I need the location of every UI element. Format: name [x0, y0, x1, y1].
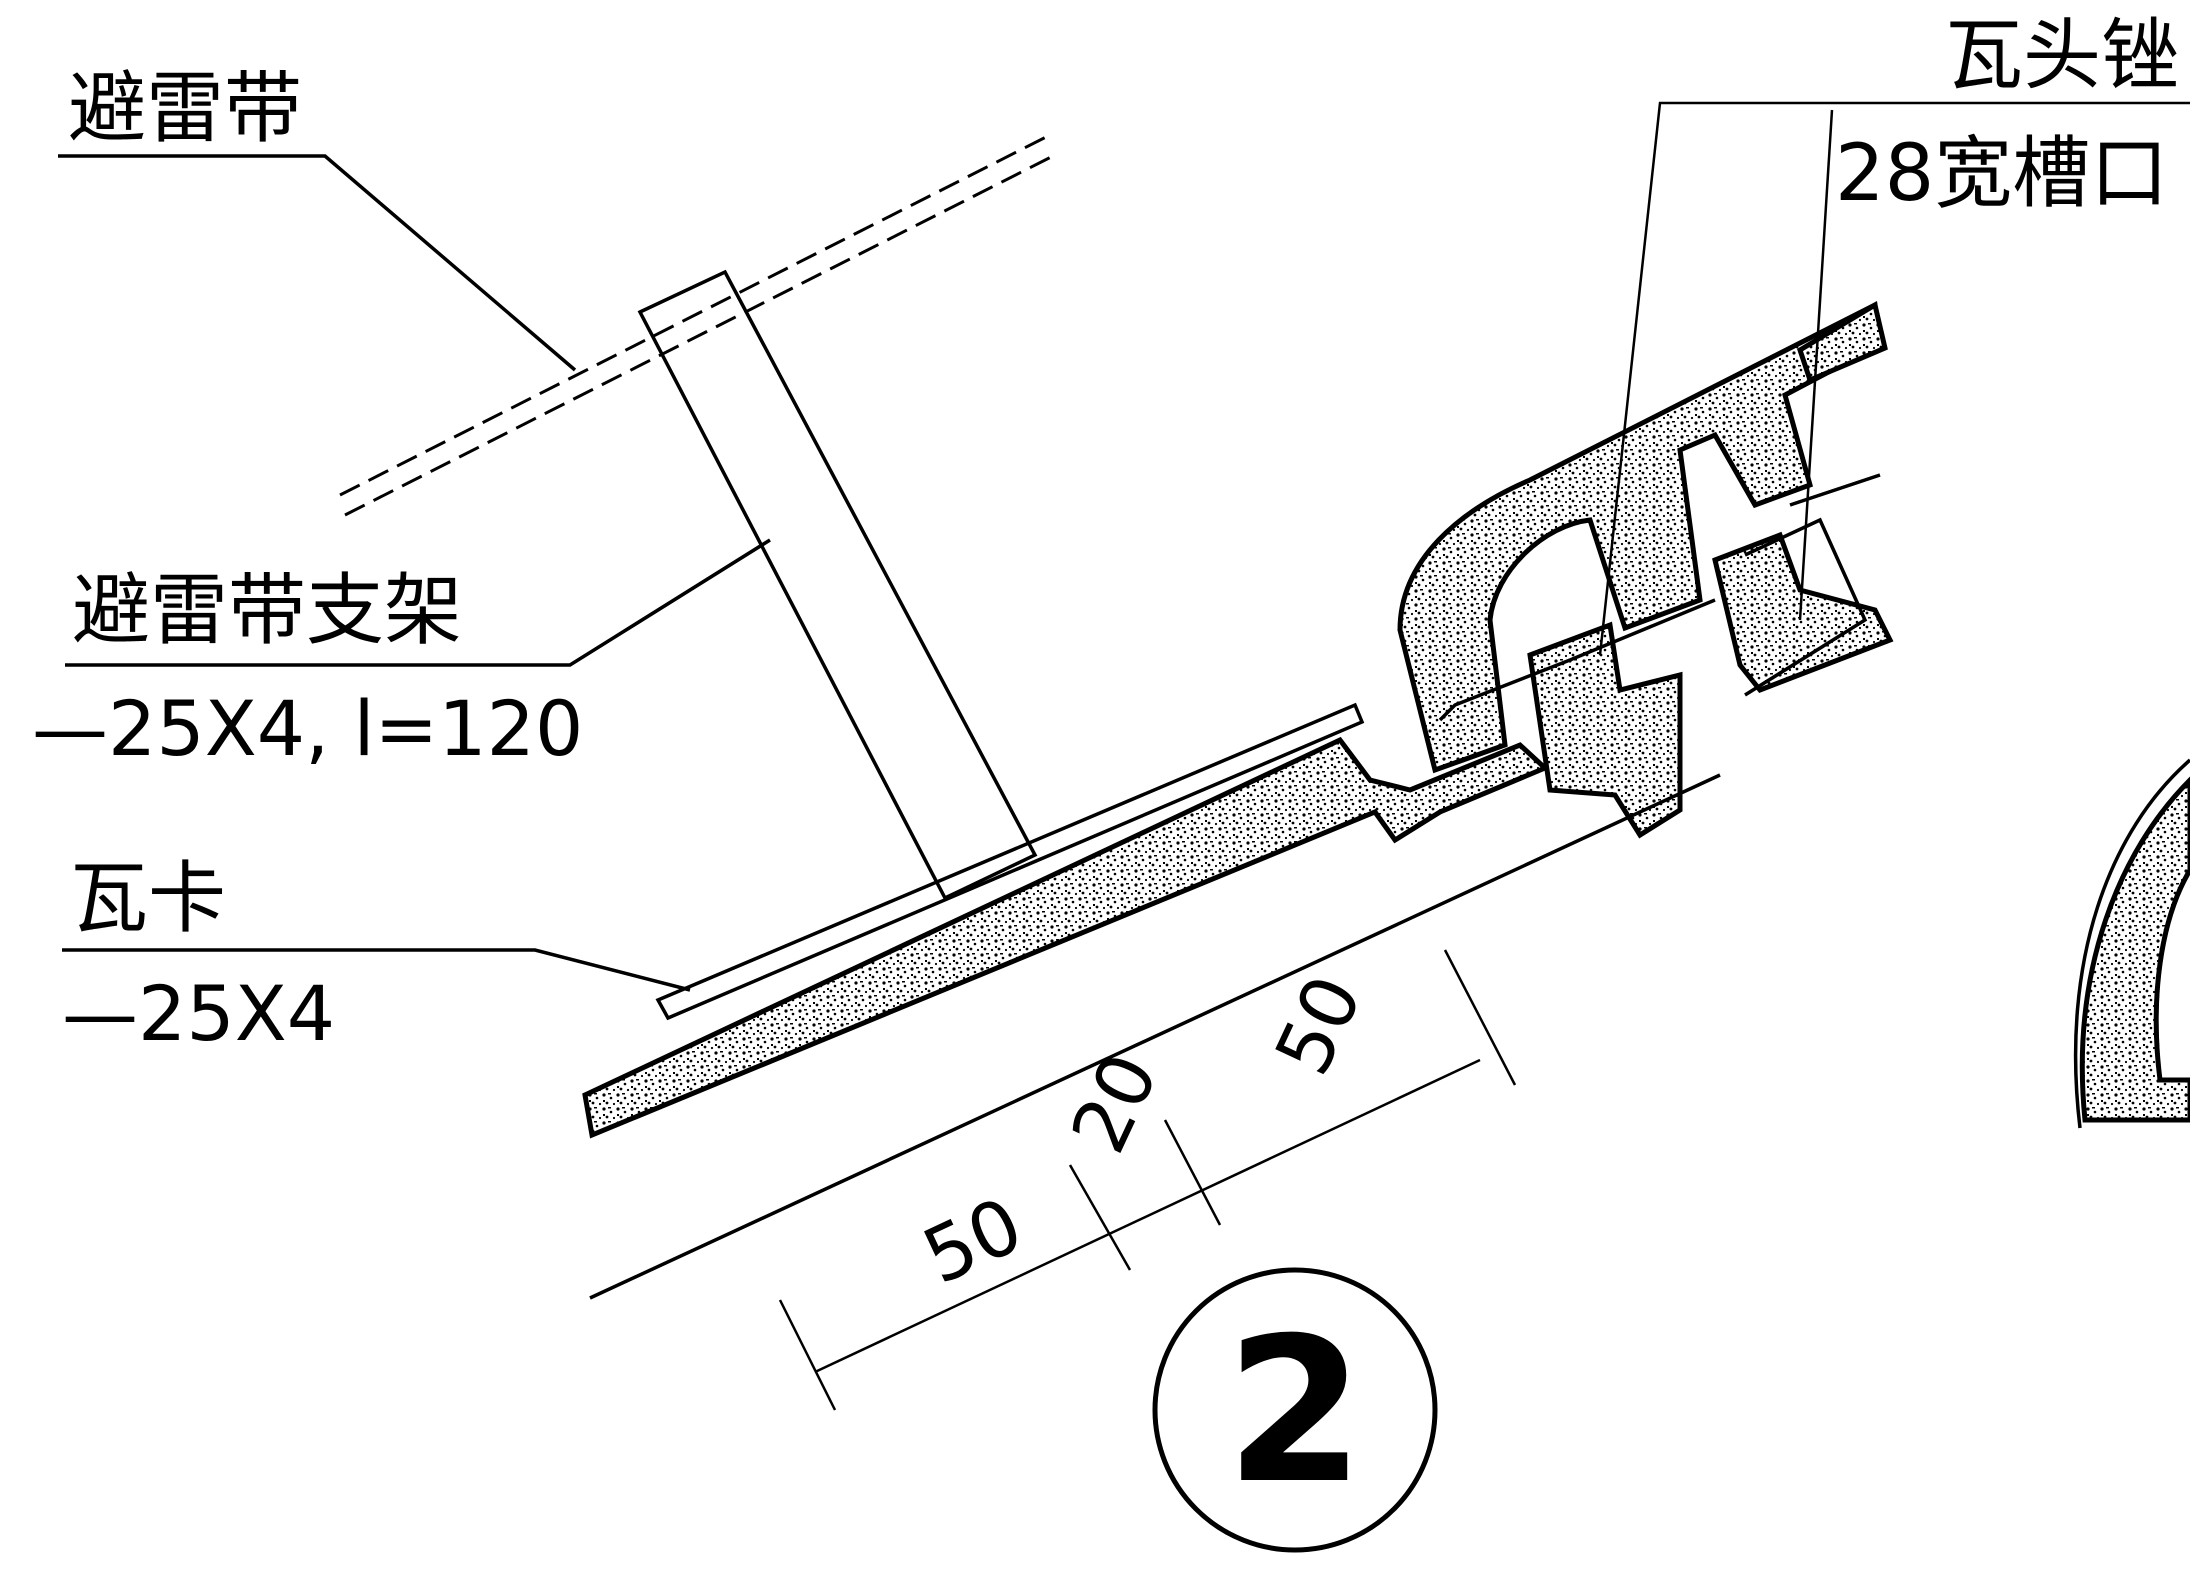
- tile-inner-line: [1438, 598, 1716, 722]
- detail-number: 2: [1225, 1295, 1364, 1528]
- upper-tile-line: [1789, 473, 1881, 507]
- tile-outer-outline: [1744, 517, 1868, 697]
- tile-clip-plate: [655, 702, 1365, 1021]
- label-groove-width: 28宽槽口: [1835, 129, 2168, 219]
- tile-hook-block: [1527, 621, 1683, 839]
- label-lightning-strip: 避雷带: [68, 64, 302, 154]
- tile-concrete-band: [582, 736, 1550, 1139]
- label-support-spec: —25X4, l=120: [32, 684, 583, 773]
- leader-tile-head-saw: [1598, 101, 2190, 656]
- label-tile-clip: 瓦卡: [70, 854, 226, 944]
- label-tile-head-saw: 瓦头锉: [1945, 11, 2179, 101]
- label-tile-clip-spec: —25X4: [62, 969, 335, 1058]
- ridge-top-band: [1796, 301, 1888, 384]
- leader-tile-clip: [62, 948, 691, 992]
- leader-lightning-strip: [58, 154, 577, 372]
- detail-number-circle: [1152, 1267, 1438, 1553]
- dimension-value: 20: [1054, 1040, 1176, 1165]
- strip-support-bar: [637, 269, 1038, 901]
- tile-cap-profile: [1397, 301, 1883, 774]
- dimension-value: 50: [910, 1180, 1035, 1302]
- leader-strip-support: [65, 538, 771, 667]
- leader-groove-width: [1798, 109, 1834, 621]
- roof-base-line: [589, 773, 1721, 1300]
- tile-end-block: [1712, 531, 1894, 693]
- lightning-strip-line: [339, 133, 1056, 517]
- dimension-chain: [778, 949, 1517, 1411]
- label-strip-support: 避雷带支架: [72, 566, 462, 656]
- partial-ridge-tile: [2079, 776, 2190, 1123]
- partial-ridge-outline: [2073, 758, 2190, 1129]
